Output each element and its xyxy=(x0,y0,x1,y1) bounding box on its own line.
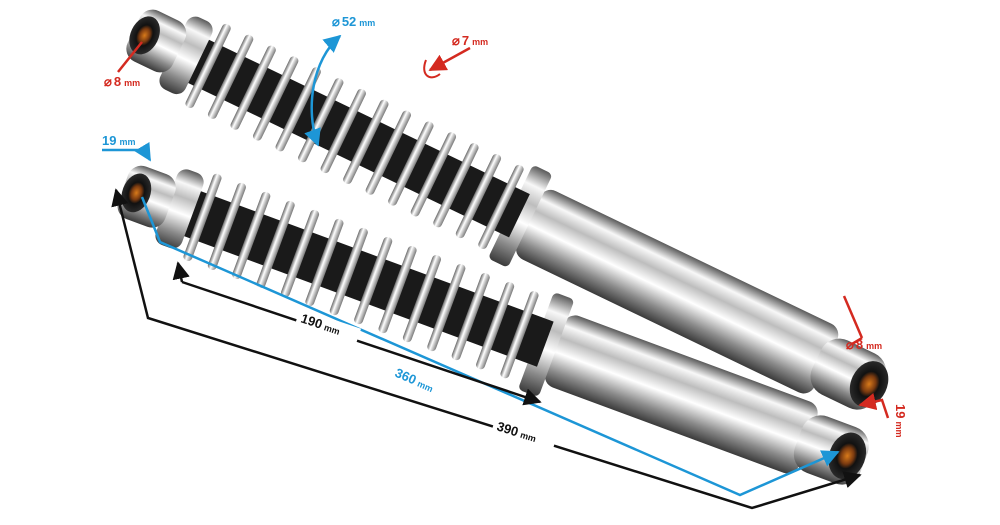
dimension-spring-length xyxy=(172,261,542,406)
dimension-overall-length xyxy=(111,188,862,510)
dimension-wire-diameter xyxy=(423,46,471,79)
dimension-spring-diameter xyxy=(304,34,342,147)
dimension-bottom-eye-width xyxy=(858,392,890,419)
dimension-top-eye-width xyxy=(102,141,152,162)
label-spring-length: 190mm xyxy=(299,311,342,338)
dimension-eye-to-eye xyxy=(140,196,840,497)
top-shock-upper-eye xyxy=(126,9,187,73)
label-bottom-eye-width: 19mm xyxy=(893,404,908,437)
dimension-bottom-eye-diameter xyxy=(842,295,864,346)
top-shock-top-cap xyxy=(159,16,213,95)
label-overall-length: 390mm xyxy=(495,419,538,445)
dimension-top-eye-diameter xyxy=(117,41,143,73)
